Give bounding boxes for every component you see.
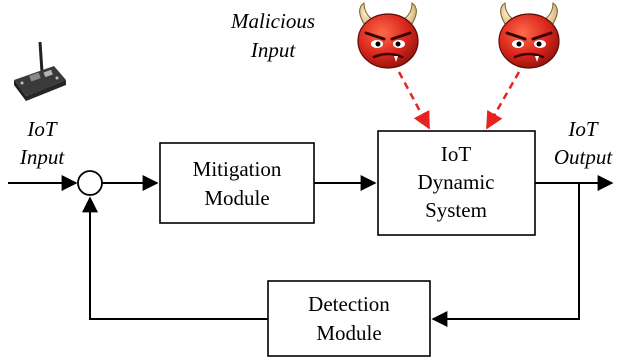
iot-input-label-line2: Input (19, 145, 65, 169)
system-line3: System (425, 198, 487, 222)
feedback-path-down (431, 183, 580, 327)
mitigation-module-block (159, 142, 315, 224)
detection-module-line2: Module (316, 321, 381, 345)
mitigation-module-line2: Module (204, 186, 269, 210)
malicious-input-label-line2: Input (250, 38, 296, 62)
attack-arrow-1 (397, 71, 431, 130)
iot-output-label-line2: Output (554, 145, 614, 169)
iot-board-icon (14, 41, 66, 101)
attack-arrow-2 (485, 71, 521, 130)
detection-module-block (267, 280, 431, 357)
mitigation-module-line1: Mitigation (193, 157, 282, 181)
feedback-path-return (82, 196, 268, 320)
system-line2: Dynamic (418, 170, 495, 194)
summing-junction (77, 170, 103, 196)
iot-input-label-line1: IoT (26, 117, 57, 141)
devil-face-icon (498, 2, 560, 69)
system-line1: IoT (441, 142, 471, 166)
detection-module-line1: Detection (308, 292, 390, 316)
devil-face-icon (357, 2, 419, 69)
iot-output-label-line1: IoT (567, 117, 598, 141)
malicious-input-label-line1: Malicious (230, 9, 315, 33)
